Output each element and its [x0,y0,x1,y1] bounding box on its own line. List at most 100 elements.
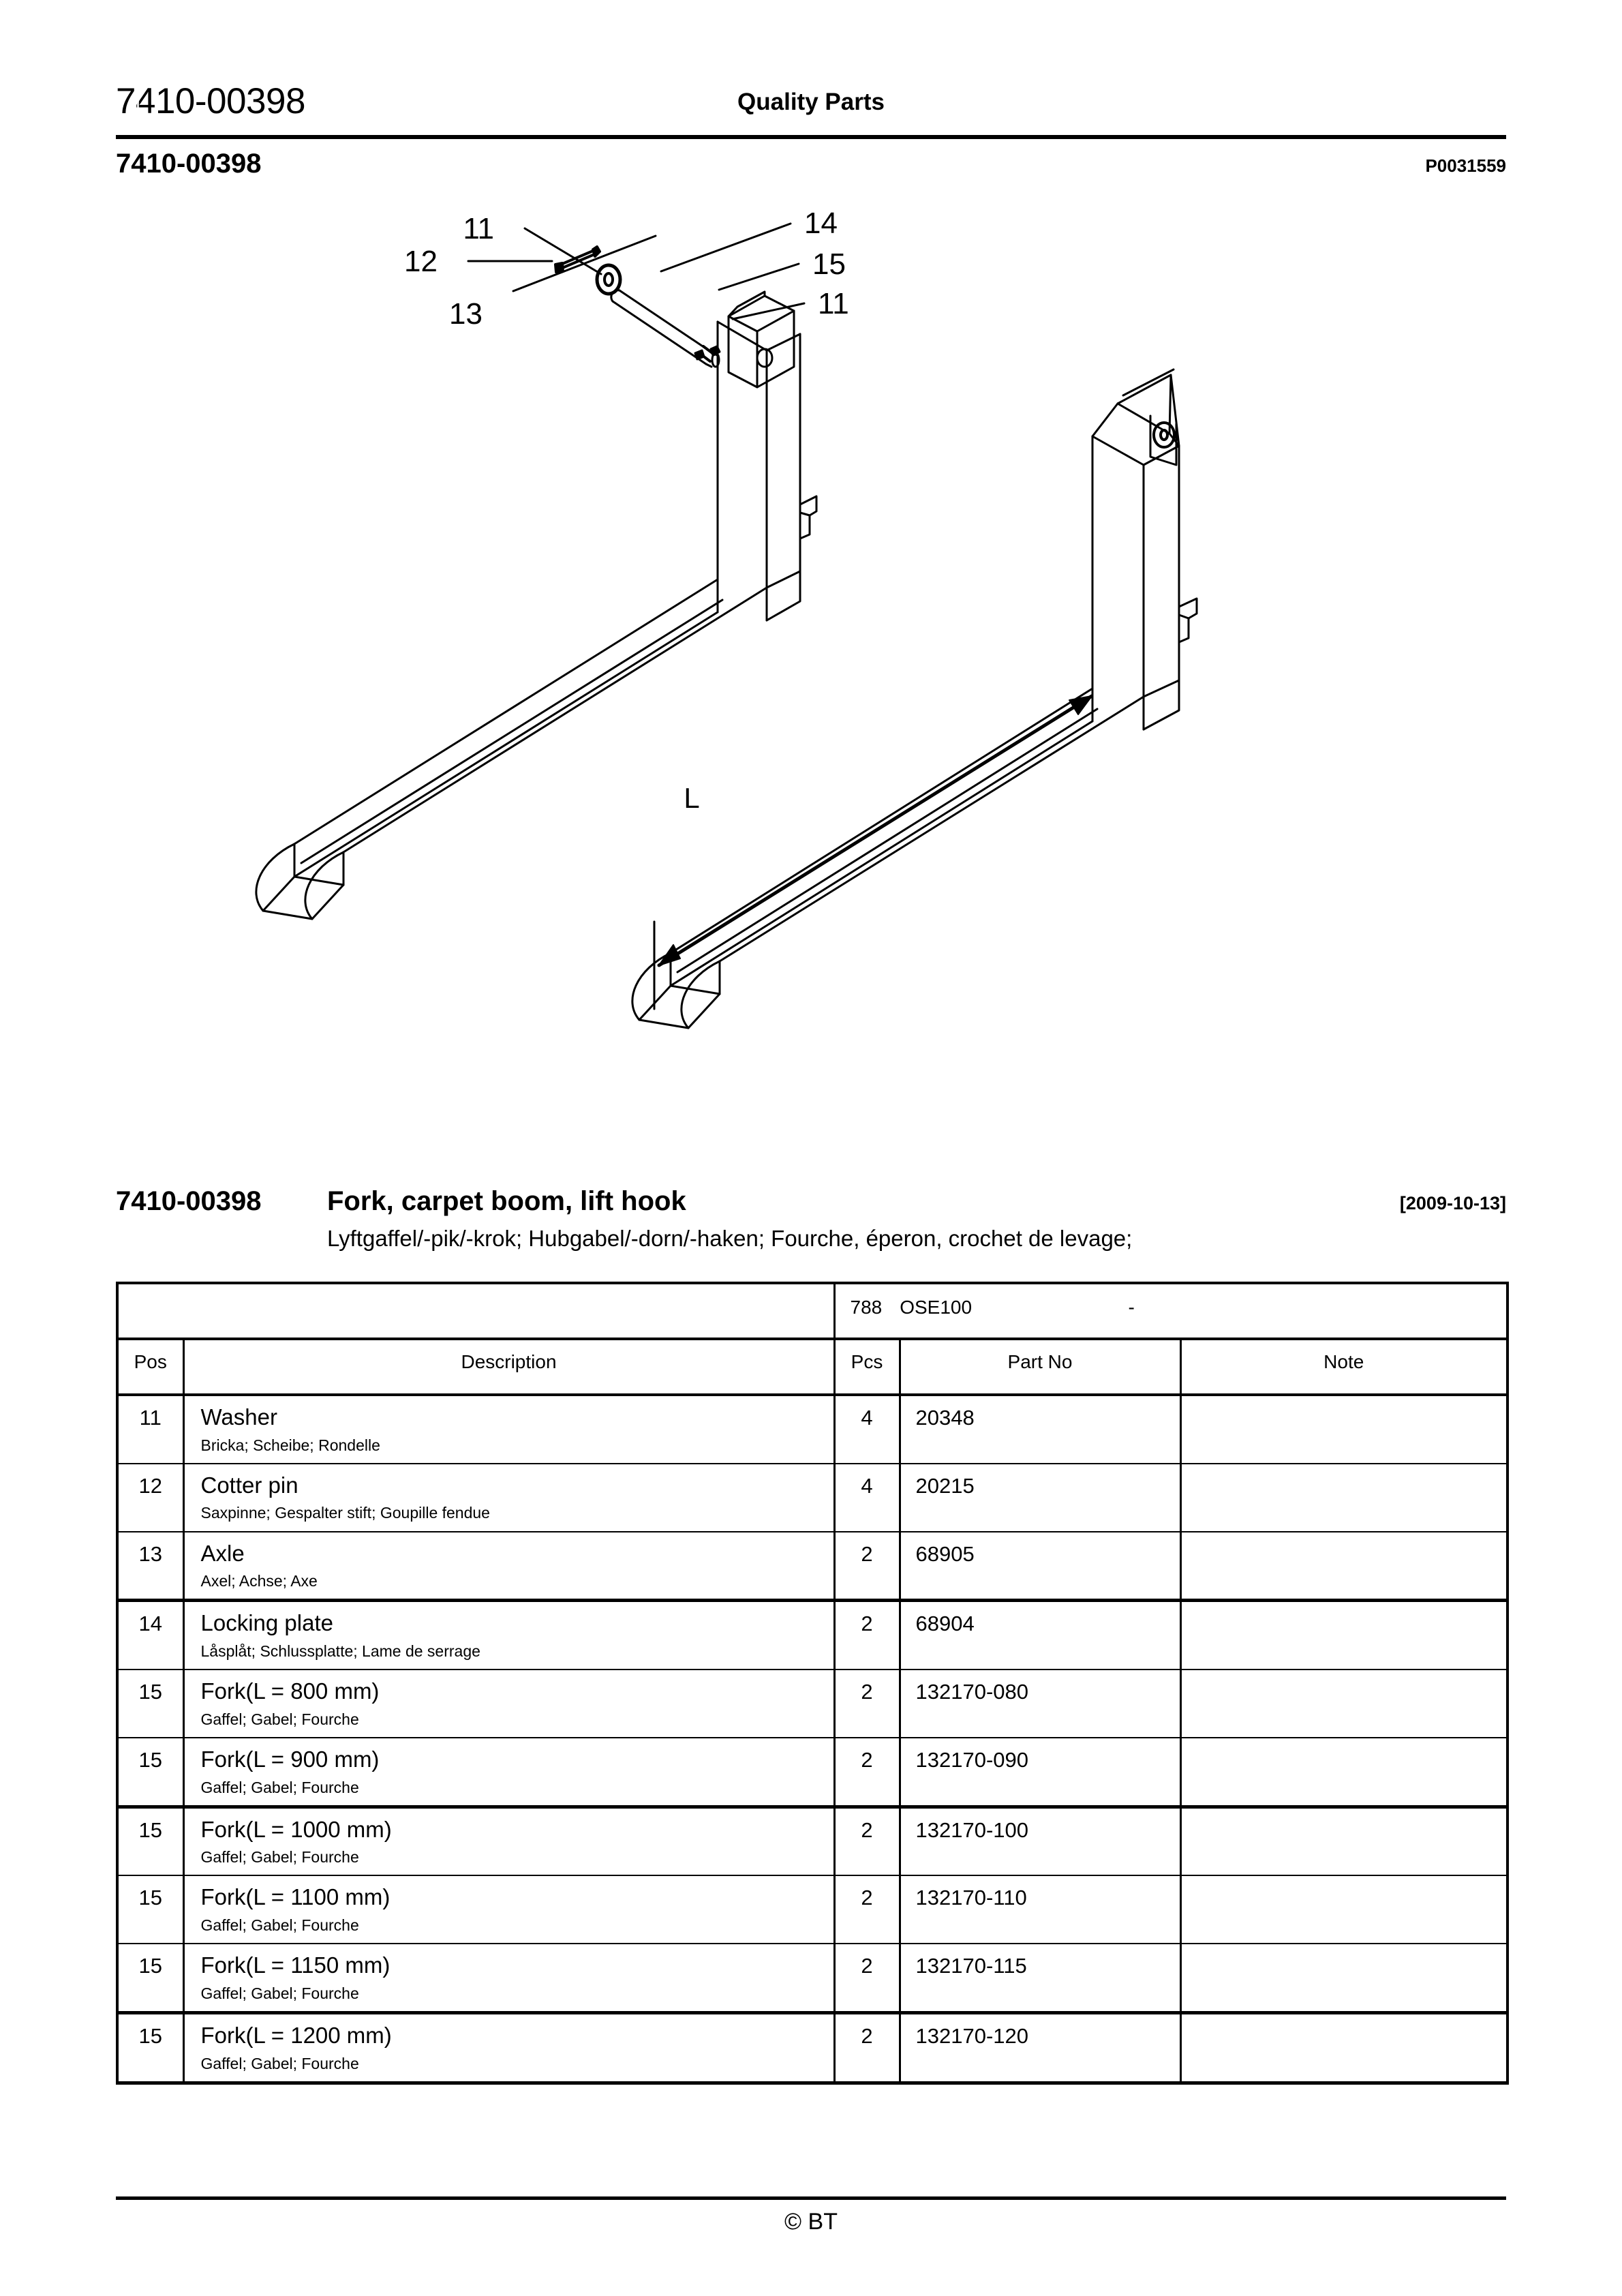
table-row[interactable]: 12 Cotter pin Saxpinne; Gespalter stift;… [116,1463,1509,1532]
table-row[interactable]: 15 Fork(L = 900 mm) Gaffel; Gabel; Fourc… [116,1737,1509,1809]
header-doc-code: 7410-00398 [116,81,305,121]
description-translation: Gaffel; Gabel; Fourche [200,1984,359,2002]
cell-description: Fork(L = 1000 mm) Gaffel; Gabel; Fourche [183,1807,836,1877]
cell-pos: 15 [116,1875,185,1945]
model-banner-text: 788 OSE100 [851,1297,973,1318]
cell-pos: 13 [116,1531,185,1603]
description-main: Fork(L = 1200 mm) [200,2023,392,2049]
description-main: Fork(L = 1100 mm) [200,1884,391,1910]
part-title-translations: Lyftgaffel/-pik/-krok; Hubgabel/-dorn/-h… [327,1226,1133,1251]
washer-top-part [595,263,622,296]
model-banner-blank [116,1282,834,1340]
cell-pcs: 2 [834,1875,901,1945]
description-main: Fork(L = 1000 mm) [200,1816,392,1842]
cell-pcs: 2 [834,1944,901,2015]
part-title-block: 7410-00398 Fork, carpet boom, lift hook … [116,1186,1506,1268]
table-row[interactable]: 11 Washer Bricka; Scheibe; Rondelle 4 20… [116,1395,1509,1464]
footer-copyright: © BT [784,2209,838,2235]
cell-pcs: 2 [834,2012,901,2085]
table-row[interactable]: 15 Fork(L = 1200 mm) Gaffel; Gabel; Four… [116,2012,1509,2085]
callout-label-12: 12 [404,245,438,278]
crop-registration-mark [137,83,139,116]
description-main: Cotter pin [200,1472,299,1498]
cell-part-no: 68905 [900,1531,1182,1603]
cell-note [1180,1875,1509,1945]
cell-part-no: 132170-110 [900,1875,1182,1945]
col-header-description: Description [183,1339,836,1396]
cell-description: Locking plate Låsplåt; Schlussplatte; La… [183,1600,836,1671]
model-variant: - [1128,1297,1135,1318]
cell-pos: 14 [116,1600,185,1671]
cell-note [1180,1807,1509,1877]
callout-leader-lines [467,222,806,320]
cell-description: Fork(L = 1100 mm) Gaffel; Gabel; Fourche [183,1875,836,1945]
cell-description: Fork(L = 800 mm) Gaffel; Gabel; Fourche [183,1670,836,1738]
parts-table-container: 788 OSE100 - Pos Description Pcs Part No … [116,1282,1509,2085]
description-main: Fork(L = 900 mm) [200,1746,380,1772]
cotter-pin-part [554,245,601,273]
table-row[interactable]: 15 Fork(L = 1000 mm) Gaffel; Gabel; Four… [116,1807,1509,1877]
description-translation: Saxpinne; Gespalter stift; Goupille fend… [200,1504,490,1522]
cell-part-no: 132170-100 [900,1807,1182,1877]
cell-note [1180,1670,1509,1738]
cell-pcs: 2 [834,1737,901,1809]
cell-note [1180,2012,1509,2085]
cell-pos: 11 [116,1395,185,1464]
cell-note [1180,1395,1509,1464]
subheader: 7410-00398 P0031559 [116,149,1506,187]
table-header-row: Pos Description Pcs Part No Note [116,1339,1509,1396]
cell-description: Fork(L = 1200 mm) Gaffel; Gabel; Fourche [183,2012,836,2085]
table-row[interactable]: 13 Axle Axel; Achse; Axe 2 68905 [116,1531,1509,1603]
cell-pcs: 2 [834,1670,901,1738]
model-number: 788 [850,1297,883,1318]
cell-note [1180,1737,1509,1809]
cell-pos: 15 [116,2012,185,2085]
description-translation: Bricka; Scheibe; Rondelle [200,1436,380,1454]
revision-date: [2009-10-13] [1399,1193,1506,1213]
cell-description: Cotter pin Saxpinne; Gespalter stift; Go… [183,1463,836,1532]
cell-pcs: 2 [834,1807,901,1877]
description-main: Axle [200,1540,245,1566]
description-translation: Gaffel; Gabel; Fourche [200,1916,359,1935]
cell-part-no: 20348 [900,1395,1182,1464]
cell-pcs: 2 [834,1531,901,1603]
table-row[interactable]: 15 Fork(L = 1100 mm) Gaffel; Gabel; Four… [116,1875,1509,1945]
dimension-label-L: L [684,782,699,814]
description-translation: Gaffel; Gabel; Fourche [200,2054,359,2072]
cell-note [1180,1600,1509,1671]
part-title: Fork, carpet boom, lift hook [327,1186,686,1216]
cell-description: Axle Axel; Achse; Axe [183,1531,836,1603]
length-dimension-arrow [653,694,1094,1010]
cell-part-no: 132170-080 [900,1670,1182,1738]
exploded-parts-diagram: 11 12 13 14 15 11 L [116,170,1506,1166]
table-row[interactable]: 15 Fork(L = 1150 mm) Gaffel; Gabel; Four… [116,1944,1509,2015]
cell-part-no: 20215 [900,1463,1182,1532]
cell-description: Fork(L = 900 mm) Gaffel; Gabel; Fourche [183,1737,836,1809]
col-header-pcs: Pcs [834,1339,901,1396]
model-banner-row: 788 OSE100 - [116,1282,1509,1340]
col-header-note: Note [1180,1339,1509,1396]
description-main: Locking plate [200,1610,333,1636]
cell-note [1180,1463,1509,1532]
description-main: Washer [200,1404,277,1430]
fork-blade-front-part [631,368,1198,1029]
drawing-reference: P0031559 [1425,155,1506,176]
cell-description: Washer Bricka; Scheibe; Rondelle [183,1395,836,1464]
col-header-part-no: Part No [900,1339,1182,1396]
callout-label-15: 15 [812,247,846,281]
description-translation: Gaffel; Gabel; Fourche [200,1778,359,1796]
model-name: OSE100 [900,1297,973,1318]
table-row[interactable]: 14 Locking plate Låsplåt; Schlussplatte;… [116,1600,1509,1671]
description-translation: Axel; Achse; Axe [200,1572,318,1590]
cell-note [1180,1944,1509,2015]
table-row[interactable]: 15 Fork(L = 800 mm) Gaffel; Gabel; Fourc… [116,1670,1509,1738]
cell-description: Fork(L = 1150 mm) Gaffel; Gabel; Fourche [183,1944,836,2015]
cell-pcs: 4 [834,1463,901,1532]
parts-table-body: 788 OSE100 - Pos Description Pcs Part No … [116,1282,1509,2085]
cell-pos: 15 [116,1807,185,1877]
cell-part-no: 132170-115 [900,1944,1182,2015]
cell-pos: 15 [116,1944,185,2015]
description-translation: Låsplåt; Schlussplatte; Lame de serrage [200,1642,480,1660]
description-translation: Gaffel; Gabel; Fourche [200,1848,359,1867]
